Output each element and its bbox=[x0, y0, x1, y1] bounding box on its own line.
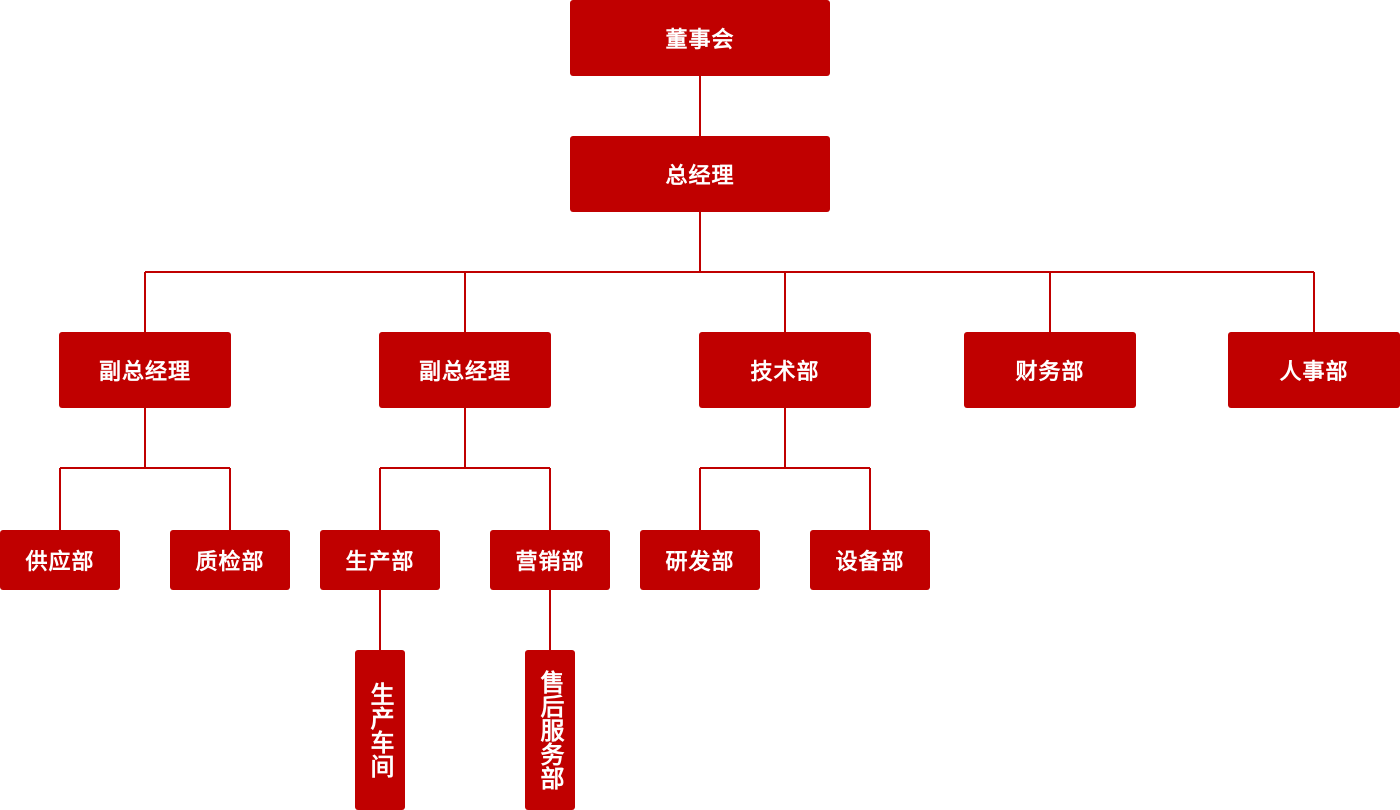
node-deputy-gm-1: 副总经理 bbox=[59, 332, 231, 408]
node-finance-dept: 财务部 bbox=[964, 332, 1136, 408]
node-general-manager: 总经理 bbox=[570, 136, 830, 212]
node-marketing-dept: 营销部 bbox=[490, 530, 610, 590]
node-hr-dept: 人事部 bbox=[1228, 332, 1400, 408]
node-production-workshop: 生产车间 bbox=[355, 650, 405, 810]
node-rnd-dept: 研发部 bbox=[640, 530, 760, 590]
node-quality-dept: 质检部 bbox=[170, 530, 290, 590]
node-deputy-gm-2: 副总经理 bbox=[379, 332, 551, 408]
node-production-dept: 生产部 bbox=[320, 530, 440, 590]
node-board: 董事会 bbox=[570, 0, 830, 76]
node-supply-dept: 供应部 bbox=[0, 530, 120, 590]
node-equipment-dept: 设备部 bbox=[810, 530, 930, 590]
node-tech-dept: 技术部 bbox=[699, 332, 871, 408]
node-after-sales-dept: 售后服务部 bbox=[525, 650, 575, 810]
